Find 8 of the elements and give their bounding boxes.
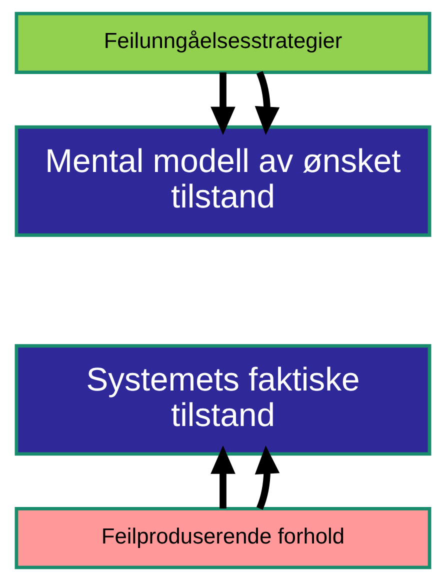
node-box: Feilproduserende forhold [14,506,432,570]
arrow [254,71,280,136]
arrow [210,446,236,508]
arrow [254,446,280,510]
arrow [210,72,236,136]
node-box: Systemets faktiske tilstand [14,344,432,456]
node-box: Mental modell av ønsket tilstand [14,125,432,237]
node-box: Feilunngåelsesstrategier [14,12,432,74]
